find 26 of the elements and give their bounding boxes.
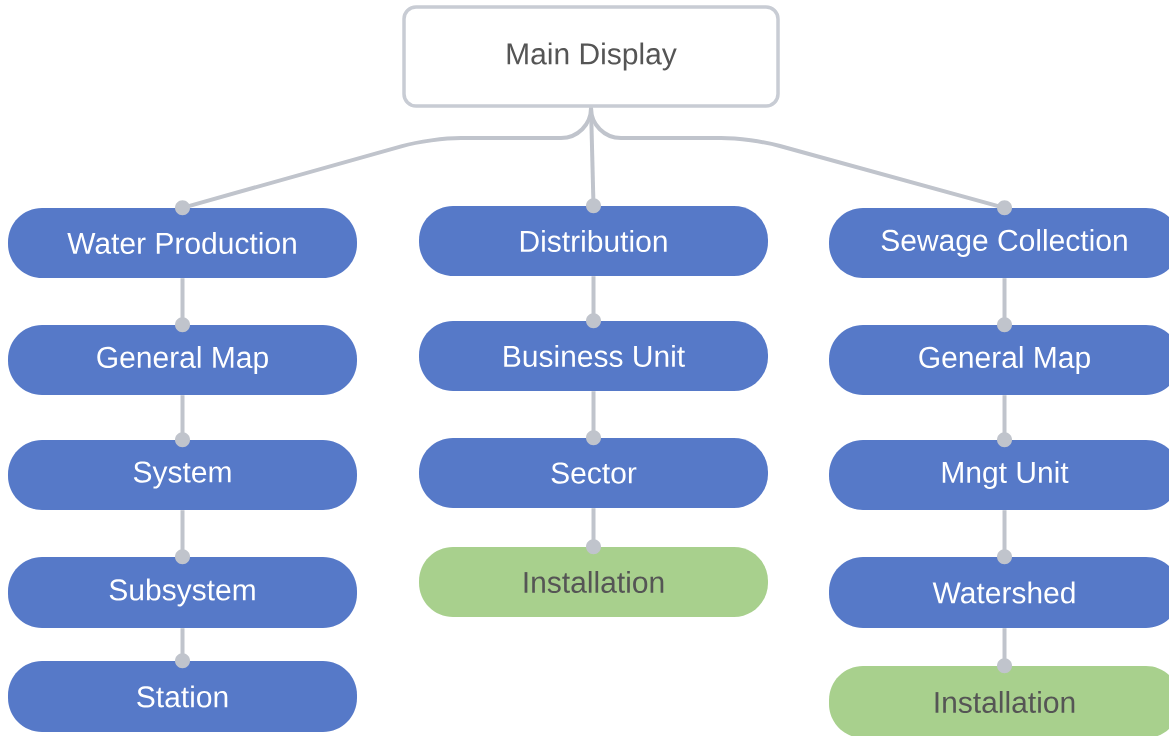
title-box: Main Display	[402, 5, 780, 108]
connector	[997, 628, 1012, 674]
category-pill: System	[8, 440, 357, 510]
connector	[997, 510, 1012, 565]
category-pill: Station	[8, 661, 357, 732]
category-pill: Water Production	[8, 208, 357, 278]
connector	[586, 391, 601, 446]
category-pill: Subsystem	[8, 557, 357, 628]
connector	[175, 278, 190, 333]
category-pill: Distribution	[419, 206, 768, 276]
category-pill: Business Unit	[419, 321, 768, 391]
category-pill: Watershed	[829, 557, 1169, 628]
category-pill: Sewage Collection	[829, 208, 1169, 278]
category-pill: Sector	[419, 438, 768, 508]
category-pill: General Map	[8, 325, 357, 395]
connector	[586, 508, 601, 555]
connector	[175, 628, 190, 669]
category-pill: General Map	[829, 325, 1169, 395]
connector	[997, 395, 1012, 448]
category-pill: Installation	[829, 666, 1169, 736]
connector	[586, 276, 601, 329]
connector	[175, 395, 190, 448]
category-pill: Mngt Unit	[829, 440, 1169, 510]
connector	[997, 278, 1012, 333]
connector	[175, 510, 190, 565]
category-pill: Installation	[419, 547, 768, 617]
